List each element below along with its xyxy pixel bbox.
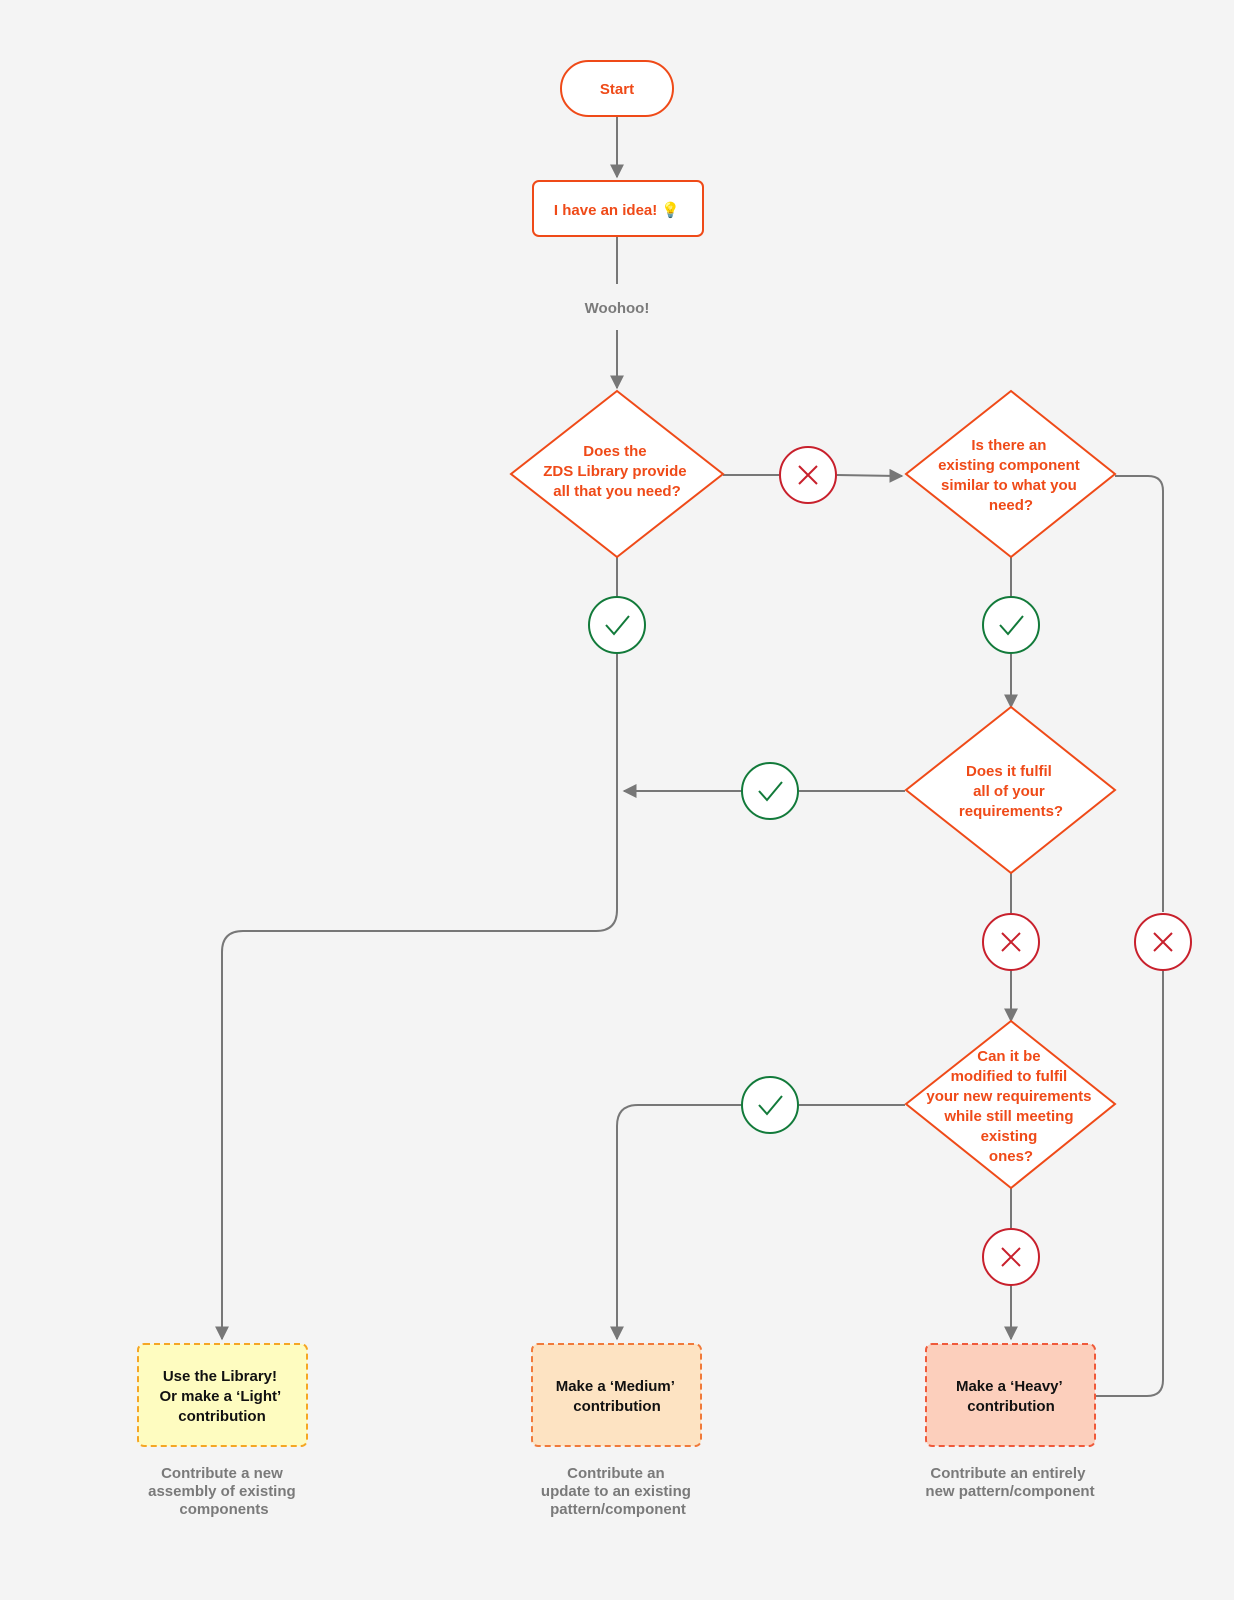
decision-line: Does it fulfil xyxy=(966,763,1052,780)
close-icon xyxy=(798,465,818,485)
decision-line: Can it be xyxy=(977,1048,1040,1065)
close-icon xyxy=(1153,932,1173,952)
outcome-line: contribution xyxy=(573,1398,660,1415)
decision-line: all of your xyxy=(973,783,1045,800)
outcome-line: Use the Library! xyxy=(163,1368,277,1385)
outcome-line: contribution xyxy=(178,1408,265,1425)
yes-marker xyxy=(982,596,1040,654)
yes-circle xyxy=(982,596,1040,654)
outcome-text: Use the Library! Or make a ‘Light’ contr… xyxy=(159,1368,284,1425)
outcome-box xyxy=(531,1343,702,1447)
yes-circle xyxy=(741,762,799,820)
decision-line: ones? xyxy=(989,1148,1033,1165)
outcome-line: Make a ‘Heavy’ xyxy=(956,1378,1063,1395)
start-node: Start xyxy=(560,60,674,117)
decision-fulfil-requirements: Does it fulfil all of your requirements? xyxy=(904,705,1117,875)
idea-label: I have an idea! 💡 xyxy=(554,201,680,219)
decision-text: Does it fulfil all of your requirements? xyxy=(959,763,1063,820)
connector-yes-to-medium xyxy=(610,1104,742,1341)
outcome-heavy: Make a ‘Heavy’ contribution Contribute a… xyxy=(925,1343,1096,1500)
idea-node: I have an idea! 💡 xyxy=(532,180,704,237)
decision-can-modify: Can it be modified to fulfil your new re… xyxy=(904,1019,1117,1190)
decision-text: Is there an existing component similar t… xyxy=(938,437,1084,514)
decision-line: modified to fulfil xyxy=(951,1068,1068,1085)
no-marker xyxy=(982,913,1040,971)
connector-no-q2 xyxy=(836,468,904,483)
no-marker xyxy=(779,446,837,504)
caption-line: Contribute an entirely xyxy=(930,1465,1086,1482)
caption-line: components xyxy=(179,1501,268,1518)
decision-diamond xyxy=(904,705,1117,875)
caption-line: Contribute a new xyxy=(161,1465,283,1482)
outcome-caption: Contribute a new assembly of existing co… xyxy=(148,1465,300,1518)
check-icon xyxy=(999,615,1024,636)
no-marker xyxy=(1134,913,1192,971)
woohoo-label: Woohoo! xyxy=(585,300,650,317)
decision-existing-component: Is there an existing component similar t… xyxy=(904,389,1117,559)
outcome-line: Or make a ‘Light’ xyxy=(159,1388,281,1405)
yes-marker xyxy=(741,1076,799,1134)
decision-diamond xyxy=(509,389,725,559)
yes-circle xyxy=(741,1076,799,1134)
start-label: Start xyxy=(600,81,634,98)
outcome-caption: Contribute an update to an existing patt… xyxy=(541,1465,695,1518)
no-marker xyxy=(982,1228,1040,1286)
check-icon xyxy=(758,1095,783,1116)
close-icon xyxy=(1001,932,1021,952)
decision-line: need? xyxy=(989,497,1033,514)
connector-right-to-heavy xyxy=(1096,1379,1164,1397)
outcome-box xyxy=(925,1343,1096,1447)
outcome-line: contribution xyxy=(967,1398,1054,1415)
caption-line: pattern/component xyxy=(550,1501,686,1518)
decision-line: Is there an xyxy=(971,437,1046,454)
decision-line: existing component xyxy=(938,457,1080,474)
outcome-box xyxy=(137,1343,308,1447)
connector-yes-to-light xyxy=(215,654,618,1341)
decision-line: while still meeting xyxy=(943,1108,1073,1125)
outcome-text: Make a ‘Medium’ contribution xyxy=(556,1378,679,1415)
decision-diamond xyxy=(904,1019,1117,1190)
connectors xyxy=(215,117,1164,1397)
decision-text: Does the ZDS Library provide all that yo… xyxy=(543,443,691,500)
yes-marker xyxy=(741,762,799,820)
decision-line: Does the xyxy=(583,443,646,460)
decision-line: existing xyxy=(981,1128,1038,1145)
outcome-text: Make a ‘Heavy’ contribution xyxy=(956,1378,1066,1415)
check-icon xyxy=(758,781,783,802)
decision-diamond xyxy=(904,389,1117,559)
outcome-caption: Contribute an entirely new pattern/compo… xyxy=(925,1465,1094,1500)
outcome-line: Make a ‘Medium’ xyxy=(556,1378,675,1395)
close-icon xyxy=(1001,1247,1021,1267)
connector-q2-no-branch xyxy=(1115,475,1164,912)
decision-line: similar to what you xyxy=(941,477,1077,494)
idea-box xyxy=(532,180,704,237)
yes-marker xyxy=(588,596,646,654)
decision-line: your new requirements xyxy=(926,1088,1091,1105)
decision-line: ZDS Library provide xyxy=(543,463,686,480)
caption-line: Contribute an xyxy=(567,1465,665,1482)
outcome-medium: Make a ‘Medium’ contribution Contribute … xyxy=(531,1343,702,1518)
yes-circle xyxy=(588,596,646,654)
outcome-light: Use the Library! Or make a ‘Light’ contr… xyxy=(137,1343,308,1518)
caption-line: new pattern/component xyxy=(925,1483,1094,1500)
decision-library: Does the ZDS Library provide all that yo… xyxy=(509,389,725,559)
caption-line: update to an existing xyxy=(541,1483,691,1500)
decision-text: Can it be modified to fulfil your new re… xyxy=(926,1048,1095,1165)
caption-line: assembly of existing xyxy=(148,1483,296,1500)
decision-line: requirements? xyxy=(959,803,1063,820)
start-terminator xyxy=(560,60,674,117)
decision-line: all that you need? xyxy=(553,483,681,500)
check-icon xyxy=(605,615,630,636)
